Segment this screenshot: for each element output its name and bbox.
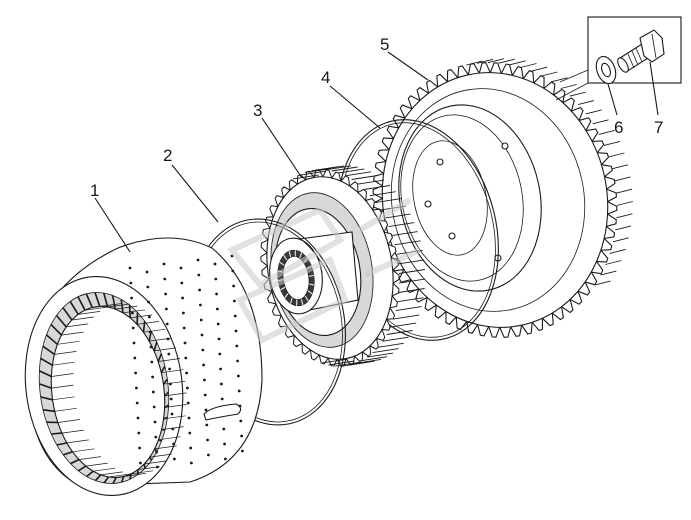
callout-labels: 1 2 3 4 5 6 7 (90, 35, 663, 200)
bolt-icon (617, 29, 665, 73)
callout-6: 6 (614, 118, 623, 137)
watermark (227, 197, 422, 344)
ring-gear-icon (372, 58, 633, 338)
callout-2: 2 (163, 146, 172, 165)
callout-1: 1 (90, 181, 99, 200)
leader-lines (94, 51, 659, 253)
callout-5: 5 (380, 35, 389, 54)
inset-box (555, 16, 682, 101)
callout-7: 7 (654, 118, 663, 137)
washer-icon (595, 55, 617, 85)
callout-4: 4 (321, 68, 330, 87)
callout-3: 3 (253, 101, 262, 120)
perforated-drum-icon (24, 237, 263, 497)
